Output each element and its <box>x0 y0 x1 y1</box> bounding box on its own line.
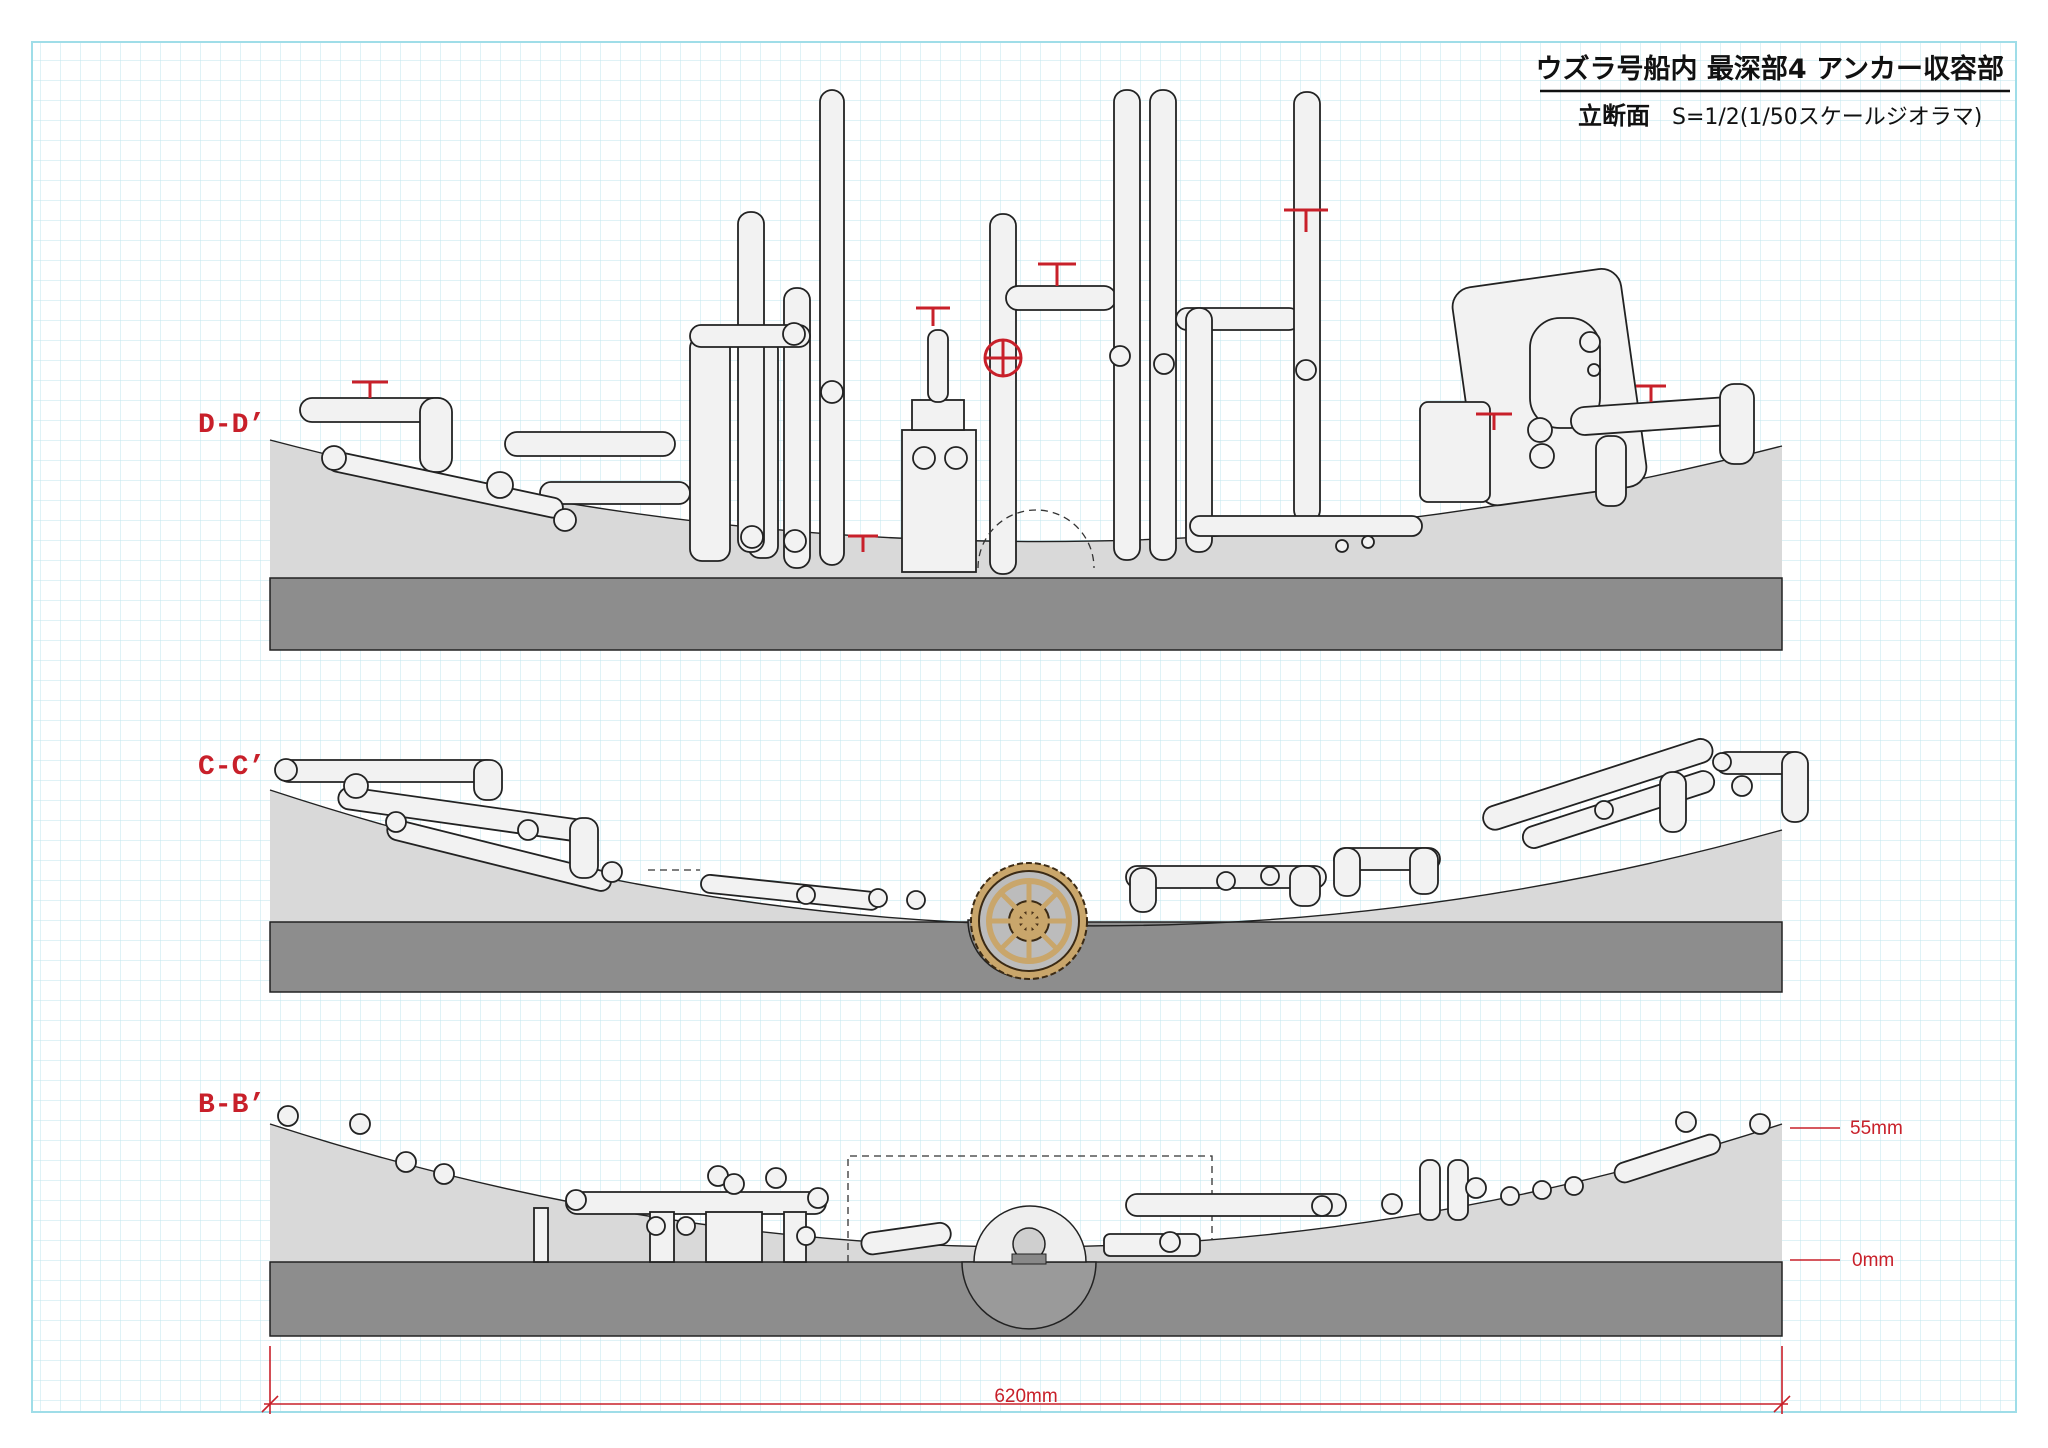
section-b-b: B-B’ <box>198 1090 1903 1337</box>
drawing-scale: S=1/2(1/50スケールジオラマ) <box>1672 105 1982 130</box>
anchor-winch-gear <box>967 862 1088 980</box>
hull-upper-d-d <box>270 440 1782 578</box>
level-label-top: 55mm <box>1850 1118 1903 1139</box>
hull-upper-c-c <box>270 790 1782 926</box>
section-c-c: C-C’ <box>198 738 1809 993</box>
hull-lower-d-d <box>269 577 1783 651</box>
machinery-right-d-d <box>1419 268 1755 507</box>
valves-d-d <box>352 208 1666 552</box>
title-block: ウズラ号船内 最深部4 アンカー収容部 立断面 S=1/2(1/50スケールジオ… <box>1535 53 2010 130</box>
pipe-group-center-d-d <box>901 89 1423 575</box>
level-label-base: 0mm <box>1852 1250 1894 1271</box>
anchor-hatch-b-b <box>961 1205 1097 1330</box>
width-dimension-label: 620mm <box>994 1386 1057 1407</box>
dashed-outline-b-b <box>847 1155 1213 1262</box>
hatch-dome-d-d <box>977 509 1095 569</box>
pipe-group-left-c-c <box>274 758 926 911</box>
pipe-group-right-b-b <box>1103 1111 1771 1257</box>
pipe-group-left-b-b <box>277 1105 952 1263</box>
section-label-c-c: C-C’ <box>198 752 265 783</box>
section-d-d: D-D’ <box>198 89 1783 651</box>
pipe-group-left-d-d <box>299 89 845 569</box>
drawing-kind: 立断面 <box>1578 102 1650 130</box>
section-label-b-b: B-B’ <box>198 1090 265 1121</box>
pipe-group-right-c-c <box>1125 738 1809 913</box>
width-dimension: 620mm <box>261 1346 1791 1414</box>
drawing-title: ウズラ号船内 最深部4 アンカー収容部 <box>1535 53 2004 85</box>
section-label-d-d: D-D’ <box>198 410 265 441</box>
